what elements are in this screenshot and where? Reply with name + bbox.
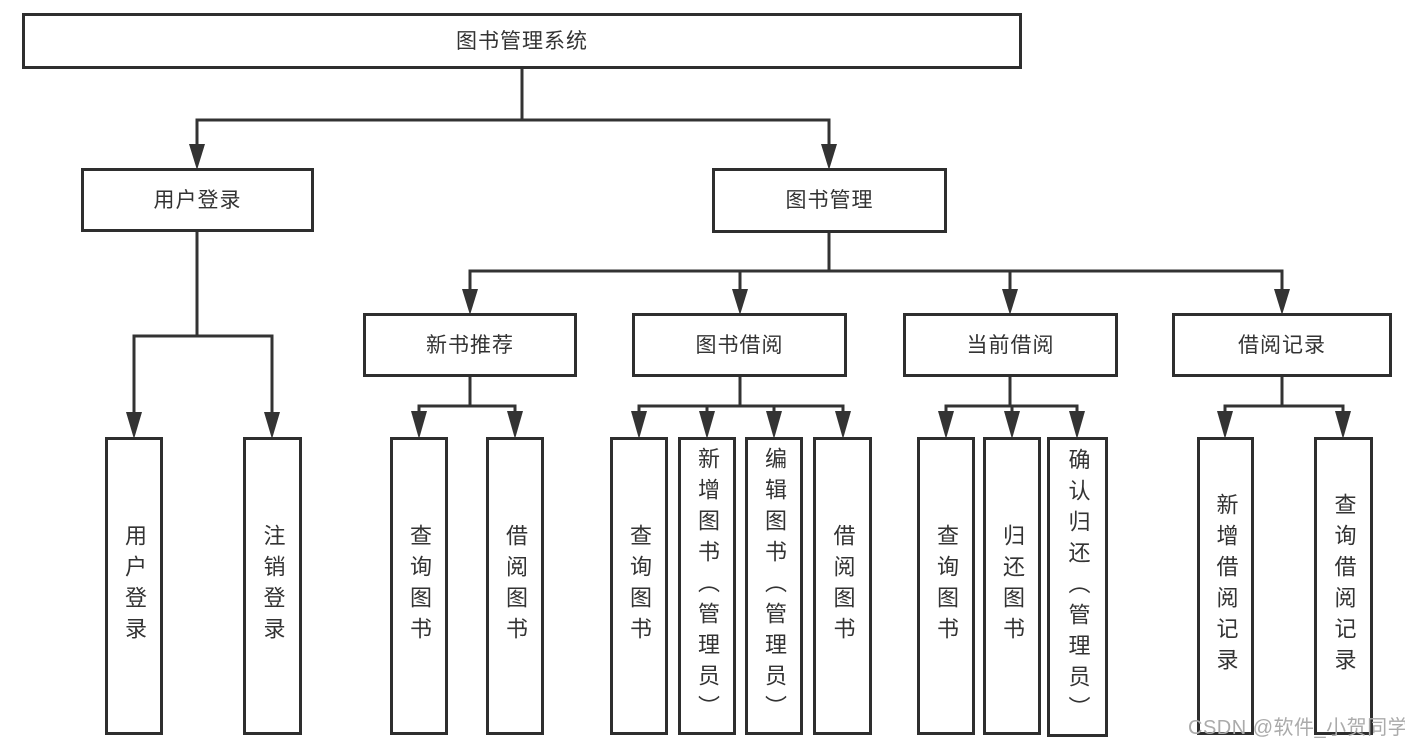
node-book-borrowing: 图书借阅 bbox=[632, 313, 847, 377]
leaf-add-borrow-record: 新增借阅记录 bbox=[1197, 437, 1254, 735]
leaf-query-books-1: 查询图书 bbox=[390, 437, 448, 735]
csdn-watermark: CSDN @软件_小贺同学 bbox=[1188, 717, 1405, 739]
leaf-query-borrow-record: 查询借阅记录 bbox=[1314, 437, 1373, 735]
leaf-return-books: 归还图书 bbox=[983, 437, 1041, 735]
node-borrowing-records: 借阅记录 bbox=[1172, 313, 1392, 377]
node-library-management-system: 图书管理系统 bbox=[22, 13, 1022, 69]
leaf-user-login: 用户登录 bbox=[105, 437, 163, 735]
leaf-logout: 注销登录 bbox=[243, 437, 302, 735]
node-new-book-recommendation: 新书推荐 bbox=[363, 313, 577, 377]
leaf-borrow-books-2: 借阅图书 bbox=[813, 437, 872, 735]
leaf-borrow-books-1: 借阅图书 bbox=[486, 437, 544, 735]
node-book-management: 图书管理 bbox=[712, 168, 947, 233]
leaf-query-books-3: 查询图书 bbox=[917, 437, 975, 735]
node-user-login: 用户登录 bbox=[81, 168, 314, 232]
leaf-query-books-2: 查询图书 bbox=[610, 437, 668, 735]
leaf-edit-books-admin: 编辑图书（管理员） bbox=[745, 437, 803, 735]
leaf-confirm-return-admin: 确认归还（管理员） bbox=[1047, 437, 1108, 737]
arrowheads bbox=[126, 144, 1351, 439]
leaf-add-books-admin: 新增图书（管理员） bbox=[678, 437, 736, 735]
node-current-borrowing: 当前借阅 bbox=[903, 313, 1118, 377]
